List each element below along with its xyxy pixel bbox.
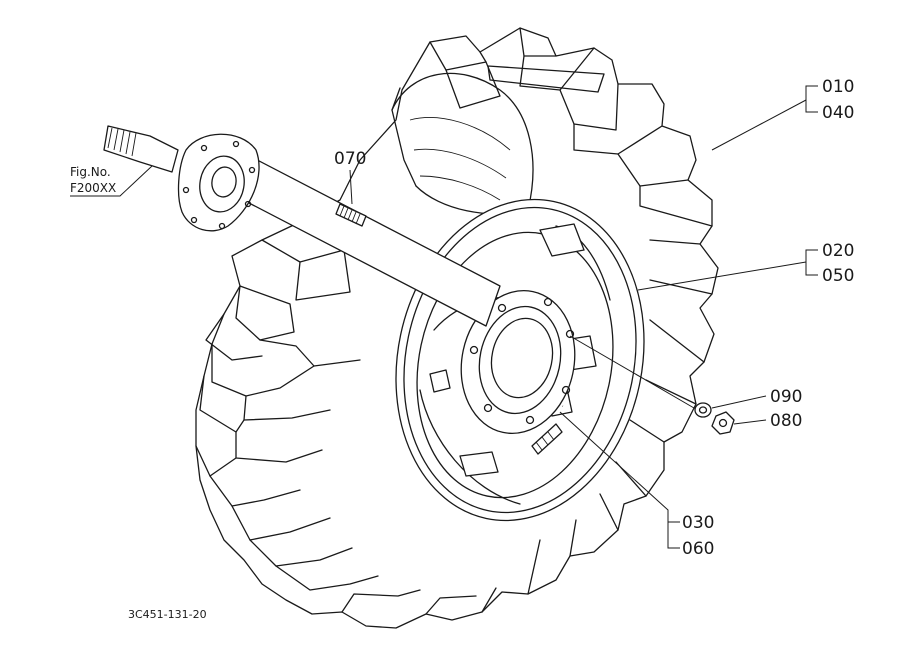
lug-nut — [711, 411, 735, 435]
washer — [694, 402, 712, 418]
callout-090: 090 — [770, 387, 802, 407]
callout-070: 070 — [334, 149, 366, 169]
diagram-code: 3C451-131-20 — [128, 608, 207, 621]
callout-040: 040 — [822, 103, 854, 123]
callout-020: 020 — [822, 241, 854, 261]
valve-stem — [531, 423, 563, 455]
callout-050: 050 — [822, 266, 854, 286]
axle-shaft — [103, 125, 501, 327]
callout-080: 080 — [770, 411, 802, 431]
stud-bolt — [335, 203, 367, 227]
hub-flange — [460, 289, 576, 435]
figure-ref-label: Fig.No. — [70, 165, 111, 179]
callout-060: 060 — [682, 539, 714, 559]
figure-ref-number: F200XX — [70, 181, 116, 195]
leader-lines — [70, 85, 818, 549]
callout-030: 030 — [682, 513, 714, 533]
callout-010: 010 — [822, 77, 854, 97]
hub-bolt-holes — [469, 297, 575, 425]
flange-bolt-holes — [182, 140, 256, 230]
